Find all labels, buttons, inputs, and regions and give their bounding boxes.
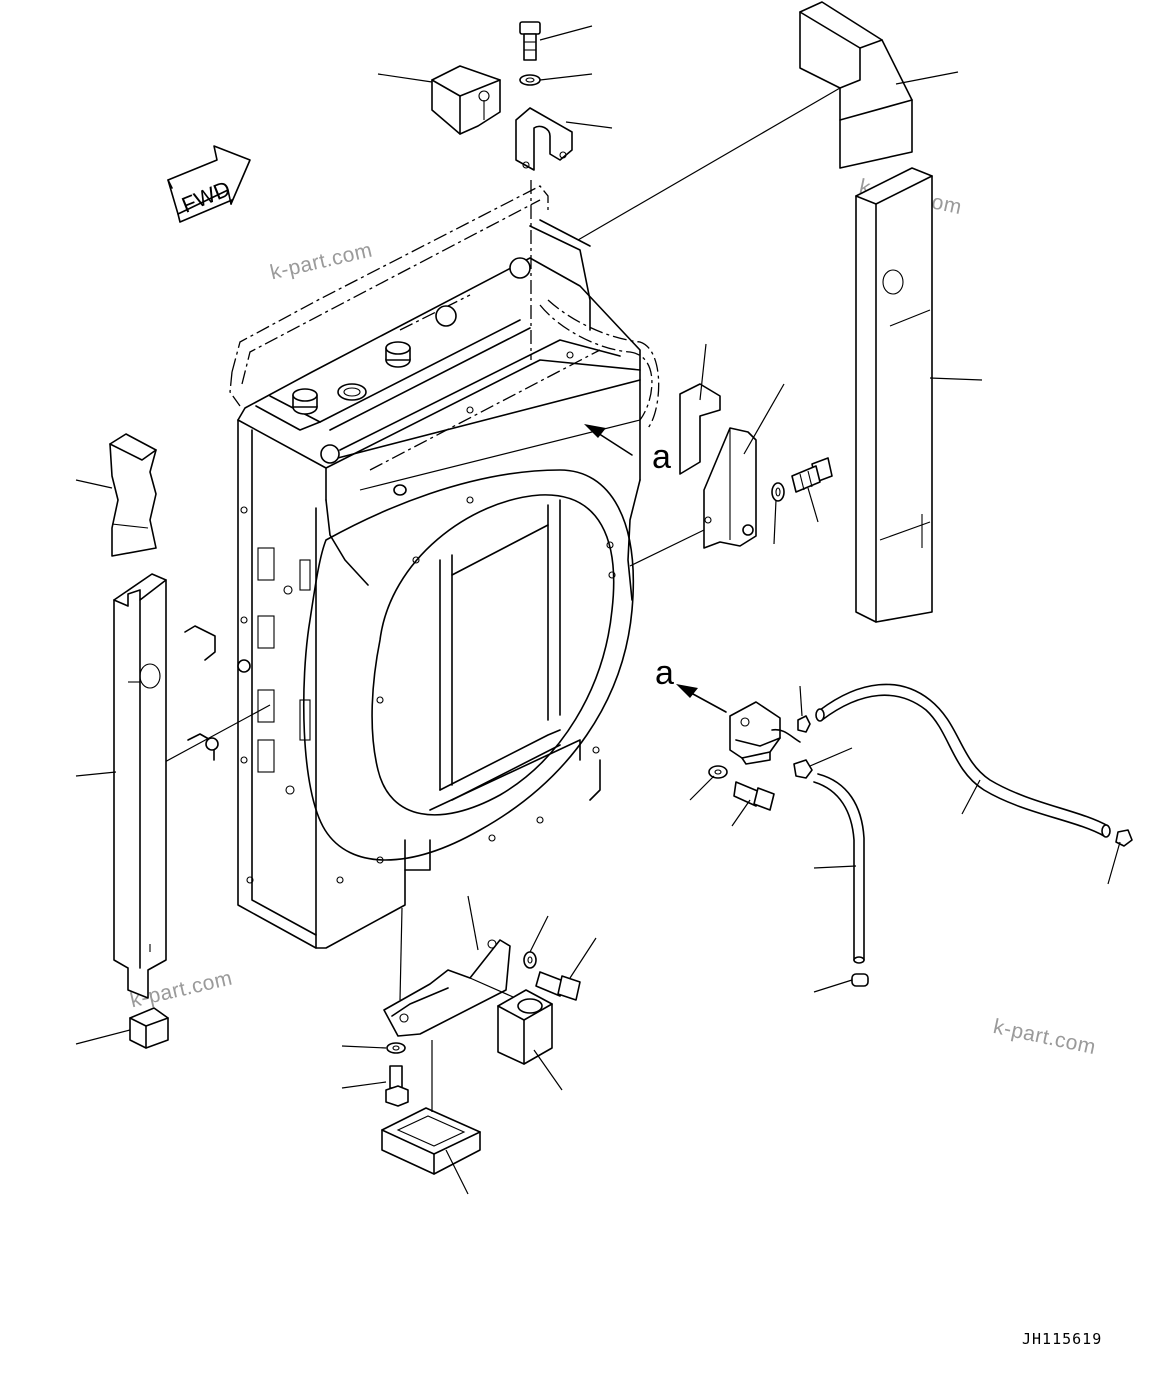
bottom-washer bbox=[523, 951, 537, 969]
fwd-arrow-icon: FWD bbox=[167, 145, 251, 223]
top-bracket bbox=[515, 107, 573, 171]
clamp-washer bbox=[708, 765, 728, 779]
bottom-lower-washer bbox=[386, 1042, 406, 1054]
top-bolt bbox=[519, 21, 541, 61]
hose-clamp-bracket bbox=[676, 684, 801, 765]
top-rubber-pad bbox=[431, 65, 501, 135]
right-angle-bracket bbox=[703, 427, 757, 549]
hose-end-cap bbox=[851, 973, 869, 987]
bottom-mount-bracket bbox=[383, 907, 521, 1037]
bottom-side-bolt bbox=[535, 971, 581, 1001]
left-long-seal bbox=[113, 573, 167, 999]
hose-end-nut bbox=[1115, 829, 1133, 847]
drawing-code: JH115619 bbox=[1022, 1330, 1103, 1348]
clamp-nut bbox=[797, 715, 811, 733]
view-label-a-lower: a bbox=[655, 654, 674, 692]
right-washer bbox=[771, 482, 785, 502]
left-upper-seal bbox=[109, 433, 157, 557]
view-label-a-upper: a bbox=[652, 438, 671, 476]
right-bolt bbox=[791, 457, 833, 493]
leader-lines bbox=[75, 25, 1121, 1195]
clamp-lower-nut bbox=[793, 759, 813, 779]
short-drain-hose bbox=[813, 773, 865, 964]
left-small-block bbox=[129, 1007, 169, 1049]
radiator-assembly bbox=[149, 180, 660, 949]
long-overflow-hose bbox=[815, 683, 1111, 838]
bottom-lower-bolt bbox=[385, 1065, 409, 1107]
top-washer bbox=[519, 74, 541, 86]
bottom-rubber-mount bbox=[497, 989, 553, 1065]
clamp-bolt bbox=[733, 781, 775, 811]
bottom-cushion-tray bbox=[381, 1040, 481, 1175]
right-upper-seal bbox=[799, 1, 913, 169]
right-plate-bracket bbox=[679, 383, 721, 475]
right-long-seal bbox=[855, 167, 933, 623]
